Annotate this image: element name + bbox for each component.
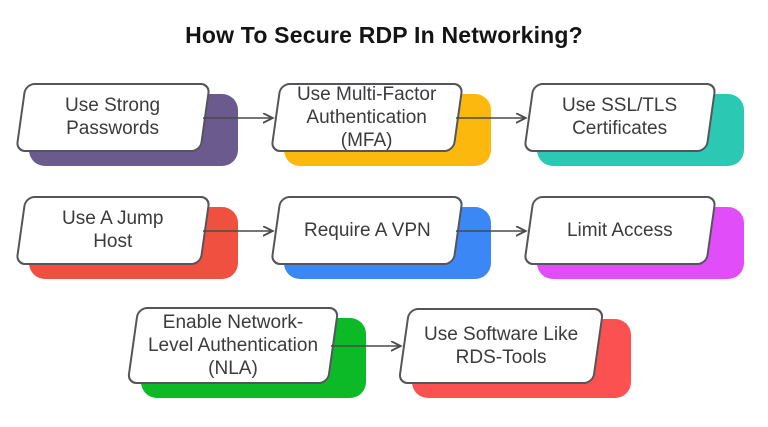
node-box: Require A VPN xyxy=(270,196,464,265)
node-label: Use Multi-Factor Authentication (MFA) xyxy=(297,83,437,152)
node-box: Use A Jump Host xyxy=(15,196,211,265)
diagram-title: How To Secure RDP In Networking? xyxy=(185,22,583,48)
node-box: Use SSL/TLS Certificates xyxy=(523,83,717,152)
node-limit-access: Limit Access xyxy=(523,196,744,279)
node-label: Limit Access xyxy=(567,219,673,241)
node-label: Use A Jump Host xyxy=(62,208,164,253)
node-box: Use Software Like RDS-Tools xyxy=(397,308,605,384)
node-use-strong-passwords: Use Strong Passwords xyxy=(15,83,238,166)
node-use-ssl-tls: Use SSL/TLS Certificates xyxy=(523,83,744,166)
node-box: Limit Access xyxy=(523,196,717,265)
node-box: Enable Network- Level Authentication (NL… xyxy=(126,307,340,384)
node-box: Use Multi-Factor Authentication (MFA) xyxy=(270,83,464,152)
node-require-vpn: Require A VPN xyxy=(270,196,491,279)
node-label: Use Strong Passwords xyxy=(65,95,161,140)
node-label: Enable Network- Level Authentication (NL… xyxy=(147,311,319,380)
node-box: Use Strong Passwords xyxy=(15,83,211,152)
node-use-mfa: Use Multi-Factor Authentication (MFA) xyxy=(270,83,491,166)
node-label: Use Software Like RDS-Tools xyxy=(423,323,579,368)
node-label: Use SSL/TLS Certificates xyxy=(562,95,678,140)
node-enable-nla: Enable Network- Level Authentication (NL… xyxy=(126,307,366,398)
node-label: Require A VPN xyxy=(303,219,431,241)
node-use-jump-host: Use A Jump Host xyxy=(15,196,238,279)
node-use-rds-tools: Use Software Like RDS-Tools xyxy=(397,308,631,398)
